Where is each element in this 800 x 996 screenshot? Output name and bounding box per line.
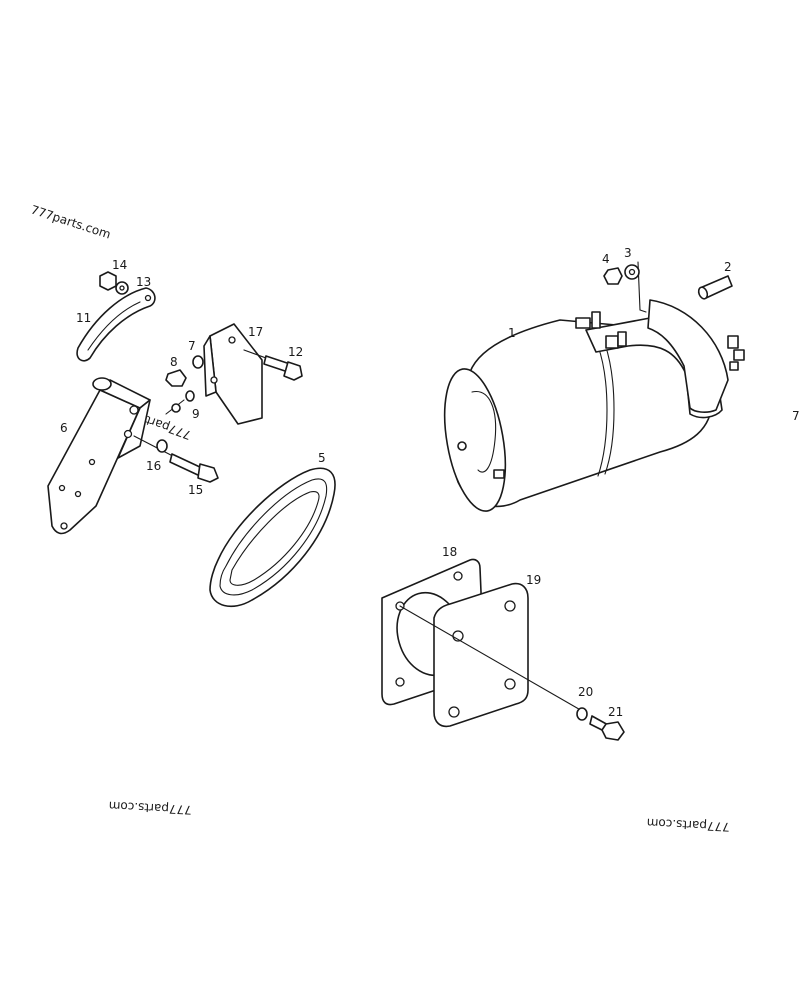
callout-9: 9 (192, 407, 200, 421)
bolt-part-21 (589, 715, 625, 741)
nut-part-4 (603, 267, 623, 285)
callout-17: 17 (248, 325, 263, 339)
callout-16: 16 (146, 459, 161, 473)
watermark-top-left: 777parts.com (29, 203, 112, 242)
adjusting-strap-part-11 (76, 287, 156, 362)
callout-20: 20 (578, 685, 593, 699)
washer-part-16 (156, 439, 168, 453)
bracket-part-6 (47, 377, 151, 535)
callout-18: 18 (442, 545, 457, 559)
callout-3: 3 (624, 246, 632, 260)
washer-part-3 (624, 264, 640, 280)
callout-2: 2 (724, 260, 732, 274)
callout-19: 19 (526, 573, 541, 587)
callout-12: 12 (288, 345, 303, 359)
washer-part-9 (165, 390, 195, 415)
washer-part-7 (192, 355, 204, 369)
callout-21: 21 (608, 705, 623, 719)
starter-motor (443, 261, 745, 512)
nut-part-8 (165, 369, 187, 387)
watermark-bottom-right: 777parts.com (646, 816, 730, 834)
callout-15: 15 (188, 483, 203, 497)
washer-part-13 (115, 281, 129, 295)
callout-labels: 1 2 3 4 5 6 7 8 9 11 12 13 14 15 16 17 1… (60, 246, 800, 719)
cover-plate-part-19 (433, 582, 529, 728)
assembly-line (399, 605, 585, 713)
pin-part-2 (697, 275, 733, 300)
callout-14: 14 (112, 258, 127, 272)
callout-13: 13 (136, 275, 151, 289)
nut-part-14 (99, 271, 117, 291)
washer-part-20 (576, 707, 588, 721)
v-belt-part-5 (209, 467, 336, 608)
callout-8: 8 (170, 355, 178, 369)
bracket-part-17 (203, 323, 263, 425)
callout-5: 5 (318, 451, 326, 465)
bolt-part-12 (243, 349, 303, 381)
callout-edge: 7 (792, 409, 800, 423)
watermark-bottom-left: 777parts.com (108, 799, 192, 817)
callout-7: 7 (188, 339, 196, 353)
callout-4: 4 (602, 252, 610, 266)
bolt-part-15 (133, 435, 219, 483)
callout-6: 6 (60, 421, 68, 435)
callout-11: 11 (76, 311, 91, 325)
callout-1: 1 (508, 326, 516, 340)
